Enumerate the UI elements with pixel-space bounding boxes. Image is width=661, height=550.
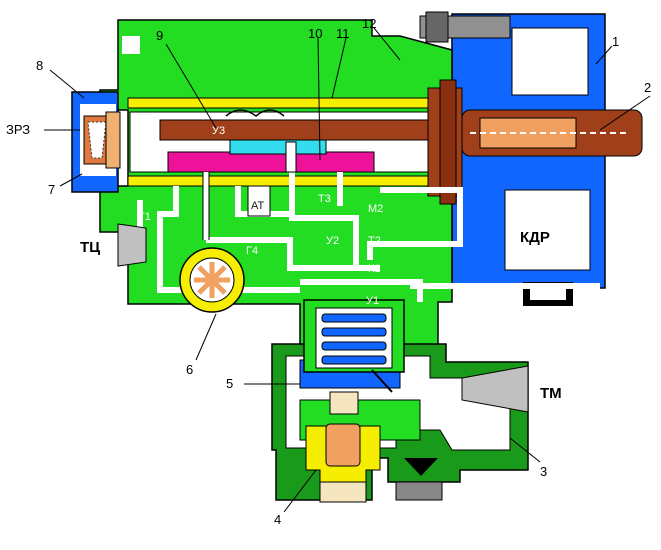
- label-5: 5: [226, 376, 233, 391]
- label-at: АТ: [251, 200, 264, 212]
- label-1: 1: [612, 34, 619, 49]
- spring-clip: [225, 109, 285, 117]
- label-t2: Т2: [368, 235, 381, 247]
- label-u1: У1: [366, 295, 379, 307]
- label-6: 6: [186, 362, 193, 377]
- label-tm: ТМ: [540, 385, 562, 402]
- label-m2: М2: [368, 203, 383, 215]
- label-7: 7: [48, 182, 55, 197]
- brown-rod: [159, 119, 449, 141]
- label-9: 9: [156, 28, 163, 43]
- rotor-vanes: [194, 262, 230, 298]
- label-2: 2: [644, 80, 651, 95]
- label-u3: У3: [212, 125, 225, 137]
- yellow-liner-top: [127, 97, 439, 109]
- coil-spring: [321, 313, 387, 365]
- tm-filter: [461, 365, 529, 413]
- label-t1: Т1: [138, 211, 151, 223]
- label-tc: ТЦ: [80, 239, 100, 256]
- label-kdr: КДР: [520, 229, 550, 246]
- label-k1: К1: [368, 263, 381, 275]
- label-12: 12: [362, 16, 376, 31]
- magenta-piston: [167, 151, 375, 173]
- at-piston: [247, 185, 271, 217]
- label-4: 4: [274, 512, 281, 527]
- leader-lines: [44, 27, 651, 513]
- bottom-bolt: [395, 481, 443, 501]
- orange-plunger: [325, 423, 361, 467]
- label-8: 8: [36, 58, 43, 73]
- label-t3: Т3: [318, 193, 331, 205]
- label-u2: У2: [326, 235, 339, 247]
- label-10: 10: [308, 26, 322, 41]
- yellow-liner-bottom: [127, 175, 429, 187]
- label-g4: Г4: [246, 245, 258, 257]
- check-valve: [404, 458, 438, 476]
- kdr-lower-cavity: [504, 189, 591, 271]
- tc-filter: [117, 223, 147, 267]
- kdr-cavity: [511, 27, 589, 96]
- label-11: 11: [336, 26, 350, 41]
- label-zrz: ЗРЗ: [6, 122, 30, 137]
- label-3: 3: [540, 464, 547, 479]
